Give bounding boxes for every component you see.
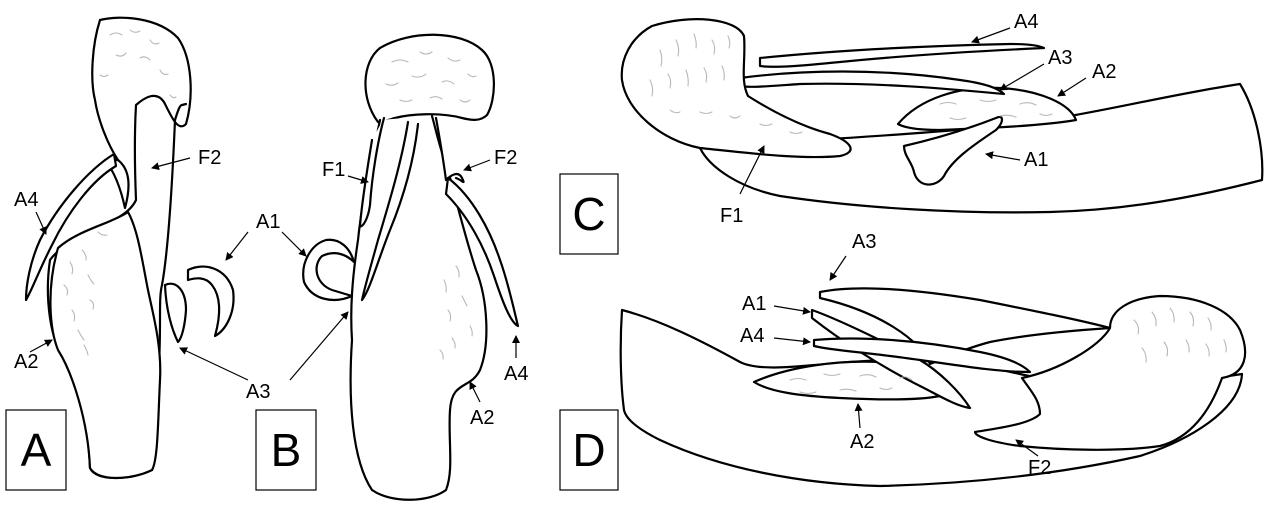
arrow-a-a1 [226, 232, 248, 260]
label-c-a1: A1 [1024, 149, 1048, 171]
label-d-a2: A2 [850, 431, 874, 453]
panel-b-drawing [303, 35, 518, 500]
arrow-a-a3 [180, 348, 248, 380]
panel-c-a3 [740, 72, 1004, 95]
label-c-a3: A3 [1048, 47, 1072, 69]
arrow-d-a3 [830, 256, 846, 280]
panel-letter-a: A [21, 424, 52, 476]
arrow-b-a3 [290, 312, 348, 380]
panel-a-a1 [188, 267, 234, 336]
panel-a-drawing [26, 18, 234, 478]
panel-c-drawing [622, 19, 1263, 212]
label-c-a4: A4 [1014, 11, 1038, 33]
arrow-d-a4 [774, 338, 810, 342]
label-d-a3: A3 [852, 231, 876, 253]
label-b-f2: F2 [494, 147, 517, 169]
panel-label-b: B [256, 410, 316, 490]
label-a3: A3 [246, 381, 270, 403]
arrow-a-a4 [36, 212, 46, 234]
arrow-c-a2 [1058, 78, 1086, 96]
panel-letter-d: D [572, 424, 605, 476]
label-d-f2: F2 [1028, 457, 1051, 479]
panel-label-a: A [6, 410, 66, 490]
panel-b-a1 [303, 240, 354, 300]
label-a-a2: A2 [14, 351, 38, 373]
label-c-f1: F1 [720, 205, 743, 227]
panel-label-c: C [560, 174, 618, 254]
arrow-c-a3 [1000, 64, 1044, 90]
panel-b-cap [365, 35, 493, 122]
label-a-f2: F2 [198, 147, 221, 169]
panel-c-f1 [622, 19, 851, 157]
label-b-f1: F1 [322, 159, 345, 181]
panel-d-drawing [621, 288, 1245, 486]
arrow-d-a1 [774, 306, 810, 312]
panel-c-a4 [760, 44, 1044, 67]
label-b-a4: A4 [504, 363, 528, 385]
panel-a-a3 [165, 284, 186, 342]
panel-letter-b: B [271, 424, 302, 476]
label-d-a4: A4 [740, 325, 764, 347]
arrow-c-a4 [972, 28, 1010, 42]
label-b-a2: A2 [470, 407, 494, 429]
arrow-b-f2 [464, 160, 490, 170]
label-a-a4: A4 [14, 189, 38, 211]
label-a1: A1 [256, 211, 280, 233]
label-c-a2: A2 [1092, 61, 1116, 83]
arrow-b-a1 [282, 232, 306, 256]
panel-a-body-left [92, 20, 118, 160]
arrow-b-a2 [470, 382, 480, 402]
panel-label-d: D [560, 410, 618, 490]
panel-letter-c: C [572, 188, 605, 240]
label-d-a1: A1 [742, 293, 766, 315]
